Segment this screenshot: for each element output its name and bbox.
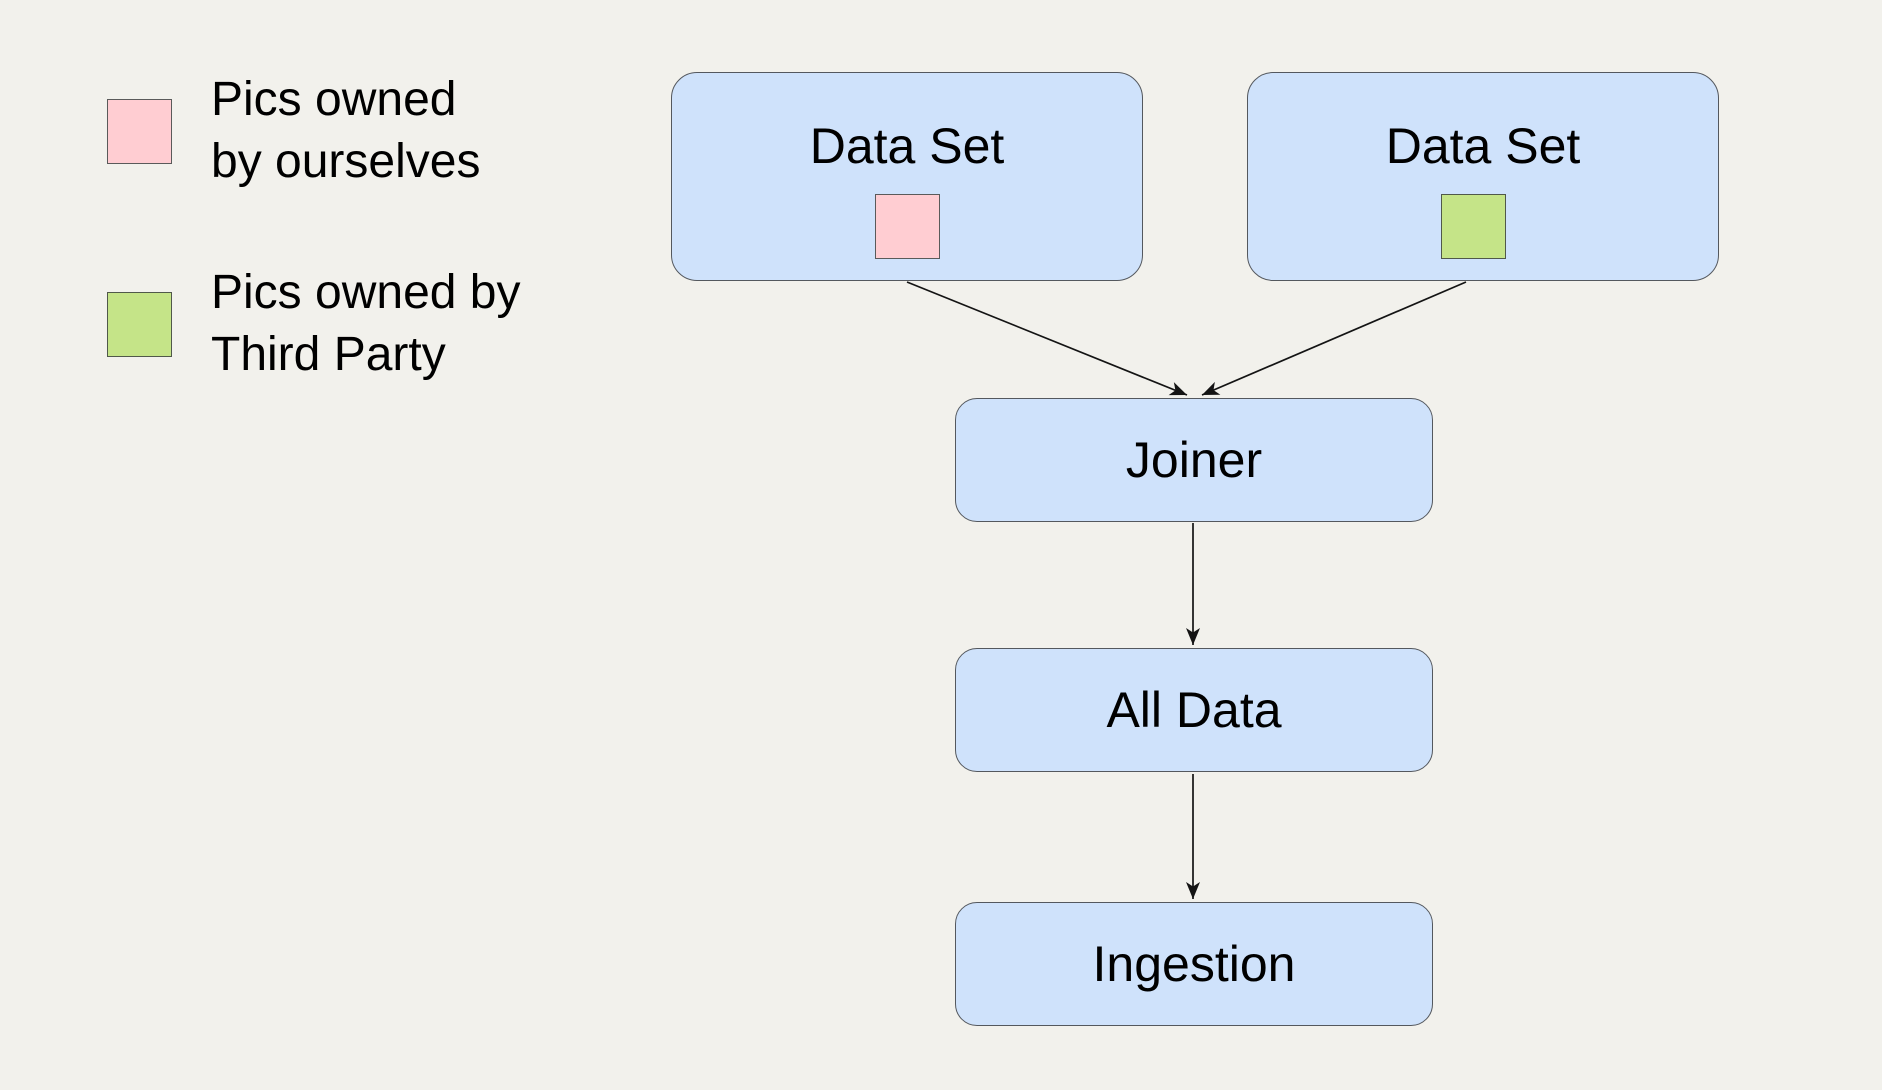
legend-label-line: by ourselves	[211, 135, 481, 188]
legend-label-line: Third Party	[211, 328, 446, 381]
flow-arrow-dataset-right-to-joiner	[1201, 281, 1467, 396]
node-all-data: All Data	[955, 648, 1433, 772]
node-dataset-ours: Data Set	[671, 72, 1143, 281]
ours-color-swatch	[107, 98, 172, 164]
legend-item-owned-by-third-party: Pics owned by Third Party	[107, 259, 521, 389]
node-label: Data Set	[1385, 118, 1581, 174]
legend-label-line: Pics owned by	[211, 266, 521, 319]
third-party-swatch-in-node	[1440, 194, 1506, 259]
node-label: Joiner	[1125, 432, 1263, 488]
third-party-color-swatch	[107, 291, 172, 357]
node-label: Data Set	[809, 118, 1005, 174]
legend-label-line: Pics owned	[211, 73, 457, 126]
node-label: Ingestion	[1092, 936, 1296, 992]
node-joiner: Joiner	[955, 398, 1433, 522]
node-dataset-third-party: Data Set	[1247, 72, 1719, 281]
flow-arrow-dataset-left-to-joiner	[906, 281, 1188, 396]
legend-label-owned-by-ourselves: Pics owned by ourselves	[211, 69, 480, 193]
node-label: All Data	[1106, 682, 1282, 738]
legend-label-owned-by-third-party: Pics owned by Third Party	[211, 262, 521, 386]
legend-item-owned-by-ourselves: Pics owned by ourselves	[107, 66, 480, 196]
node-ingestion: Ingestion	[955, 902, 1433, 1026]
ours-swatch-in-node	[874, 194, 940, 259]
